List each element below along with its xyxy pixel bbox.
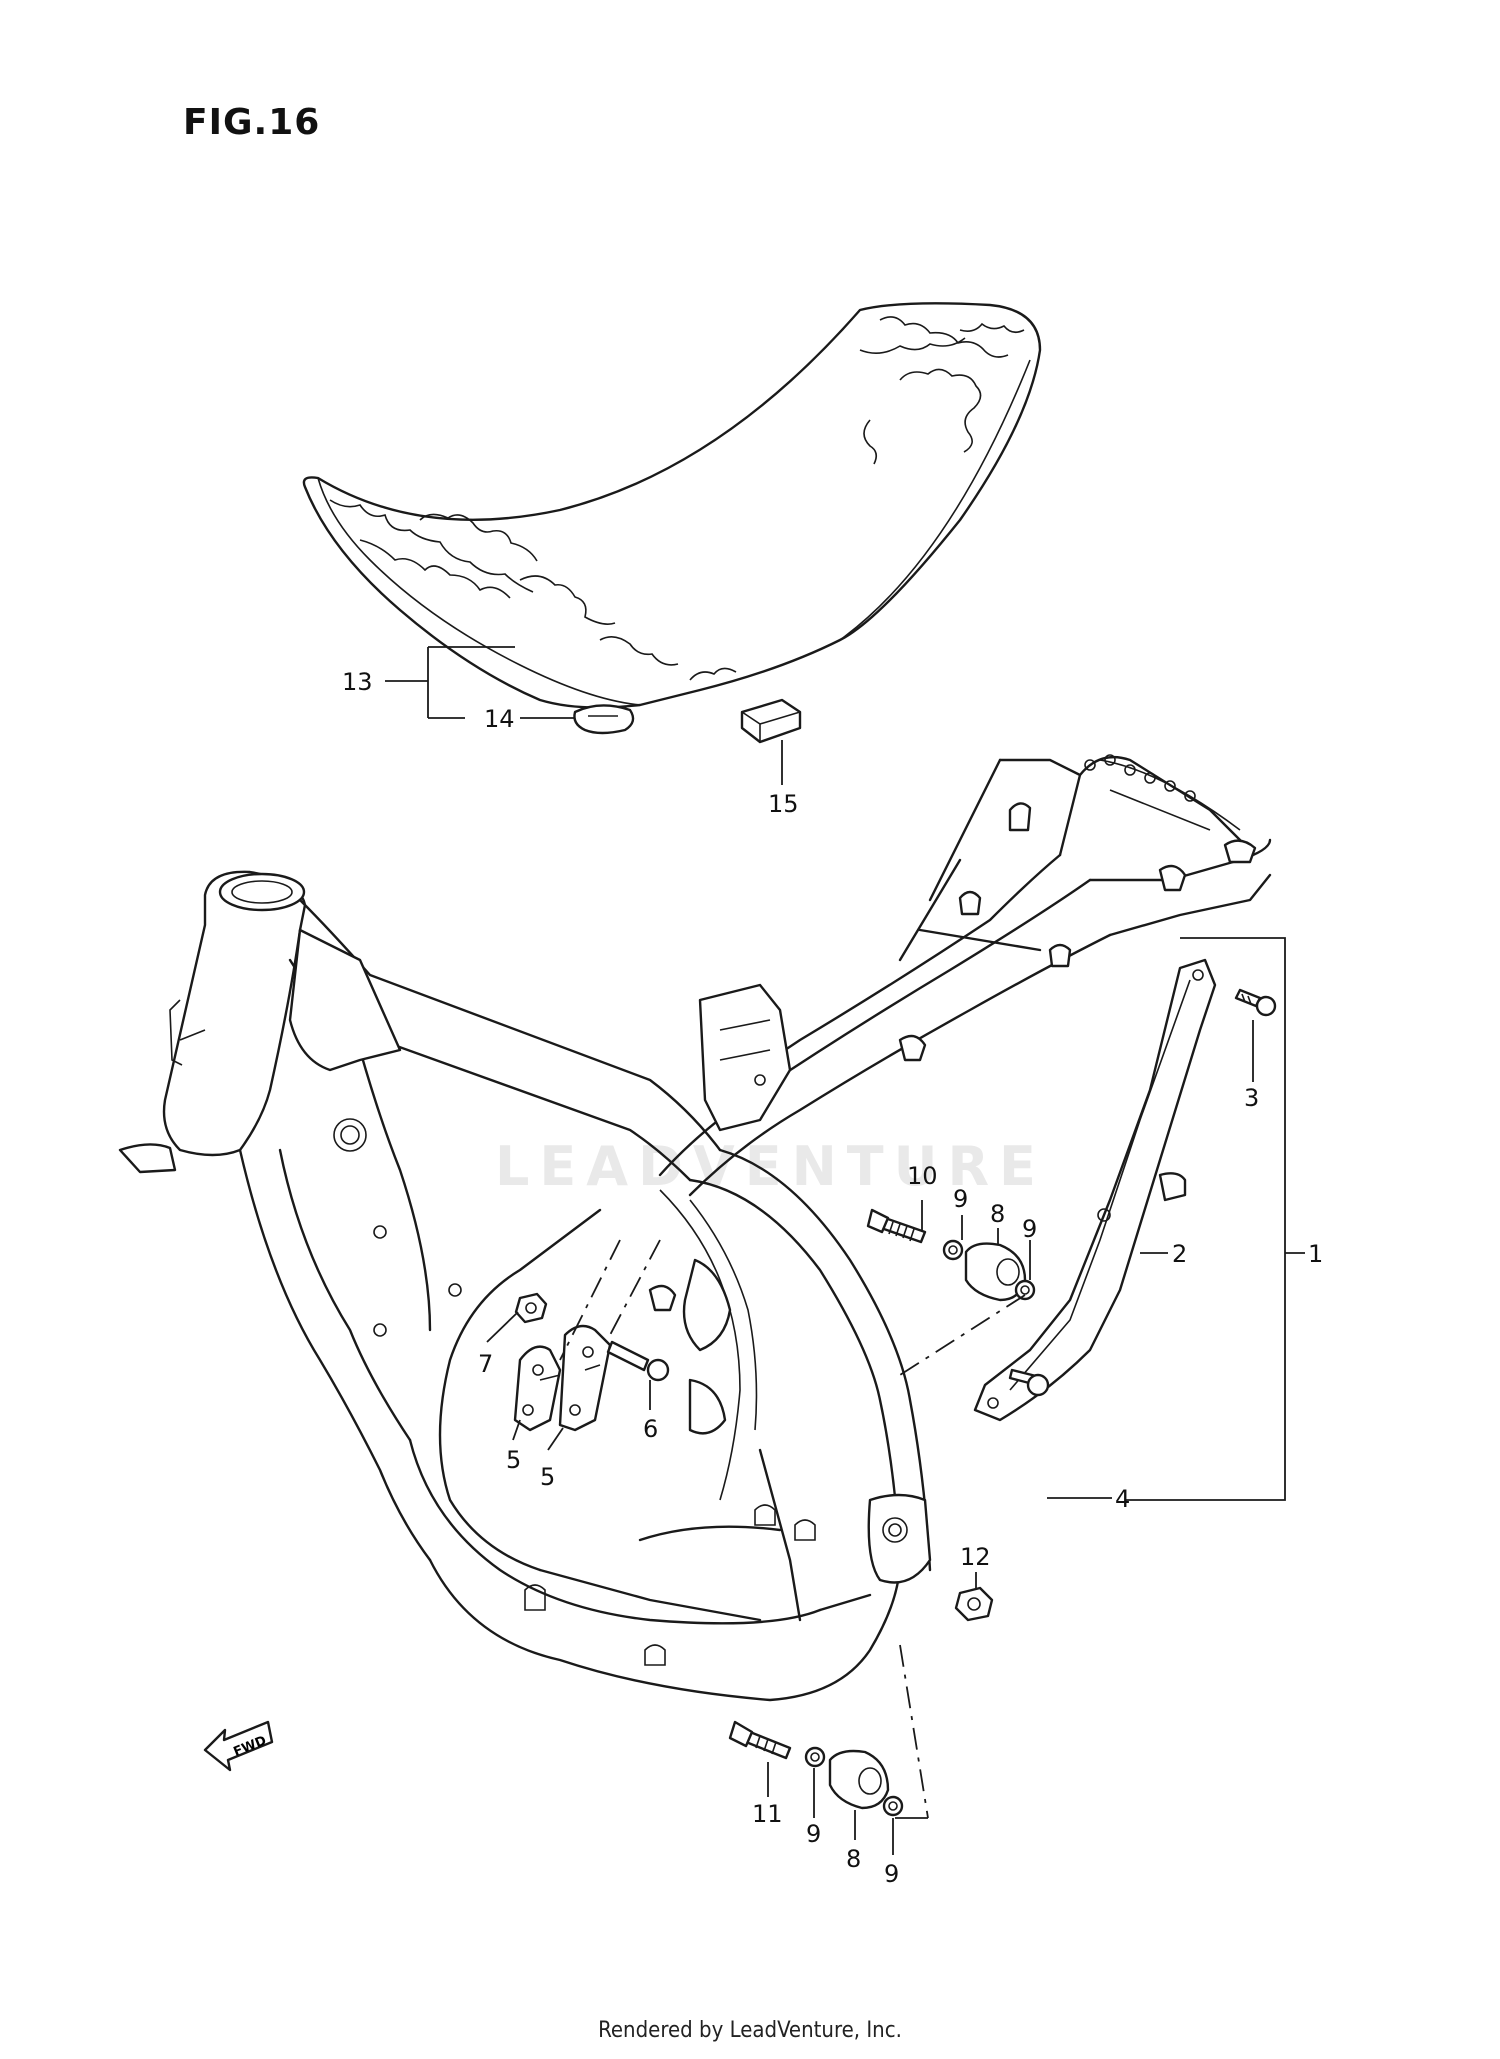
fwd-arrow-icon xyxy=(203,1720,274,1772)
callout-9c: 9 xyxy=(806,1820,821,1848)
callout-8a: 8 xyxy=(990,1200,1005,1228)
callout-2: 2 xyxy=(1172,1240,1187,1268)
frame-side-rail-part[interactable] xyxy=(973,958,1217,1422)
callout-15: 15 xyxy=(768,790,799,818)
nut-12-part[interactable] xyxy=(954,1586,994,1622)
callout-4: 4 xyxy=(1115,1485,1130,1513)
bolt-4-part[interactable] xyxy=(1008,1368,1050,1397)
callout-9b: 9 xyxy=(1022,1215,1037,1243)
nut-7-part[interactable] xyxy=(514,1292,548,1324)
figure-title: FIG.16 xyxy=(183,102,321,143)
rear-subframe[interactable] xyxy=(648,754,1272,1312)
callout-13: 13 xyxy=(342,668,373,696)
callout-12: 12 xyxy=(960,1543,991,1571)
callout-7: 7 xyxy=(478,1350,493,1378)
callout-1: 1 xyxy=(1308,1240,1323,1268)
engine-mount-upper-parts[interactable] xyxy=(866,1208,1036,1302)
bolt-6-part[interactable] xyxy=(606,1340,670,1382)
watermark-text: LEADVENTURE xyxy=(495,1135,1046,1198)
leader-7 xyxy=(486,1311,519,1343)
leader-1 xyxy=(1125,937,1286,1501)
callout-9a: 9 xyxy=(953,1185,968,1213)
leader-5b xyxy=(547,1427,564,1451)
callout-10: 10 xyxy=(907,1162,938,1190)
leader-13 xyxy=(385,646,515,719)
callout-11: 11 xyxy=(752,1800,783,1828)
callout-8b: 8 xyxy=(846,1845,861,1873)
bolt-3-part[interactable] xyxy=(1234,988,1277,1017)
callout-6: 6 xyxy=(643,1415,658,1443)
assembly-line-lower xyxy=(899,1644,929,1819)
assembly-line-upper xyxy=(899,1294,1026,1376)
footer-credit: Rendered by LeadVenture, Inc. xyxy=(598,2018,902,2043)
engine-mount-plates-part[interactable] xyxy=(513,1324,612,1432)
callout-5a: 5 xyxy=(506,1446,521,1474)
callout-5b: 5 xyxy=(540,1463,555,1491)
main-frame[interactable] xyxy=(118,870,932,1702)
seat-assembly[interactable] xyxy=(302,302,1042,709)
callout-9d: 9 xyxy=(884,1860,899,1888)
cushion-block-part[interactable] xyxy=(740,698,802,744)
callout-14: 14 xyxy=(484,705,515,733)
engine-mount-lower-parts[interactable] xyxy=(728,1720,904,1817)
callout-3: 3 xyxy=(1244,1084,1259,1112)
assembly-line-mount-b xyxy=(609,1239,661,1336)
seat-hook-part[interactable] xyxy=(573,704,635,735)
leader-5a xyxy=(512,1419,521,1441)
